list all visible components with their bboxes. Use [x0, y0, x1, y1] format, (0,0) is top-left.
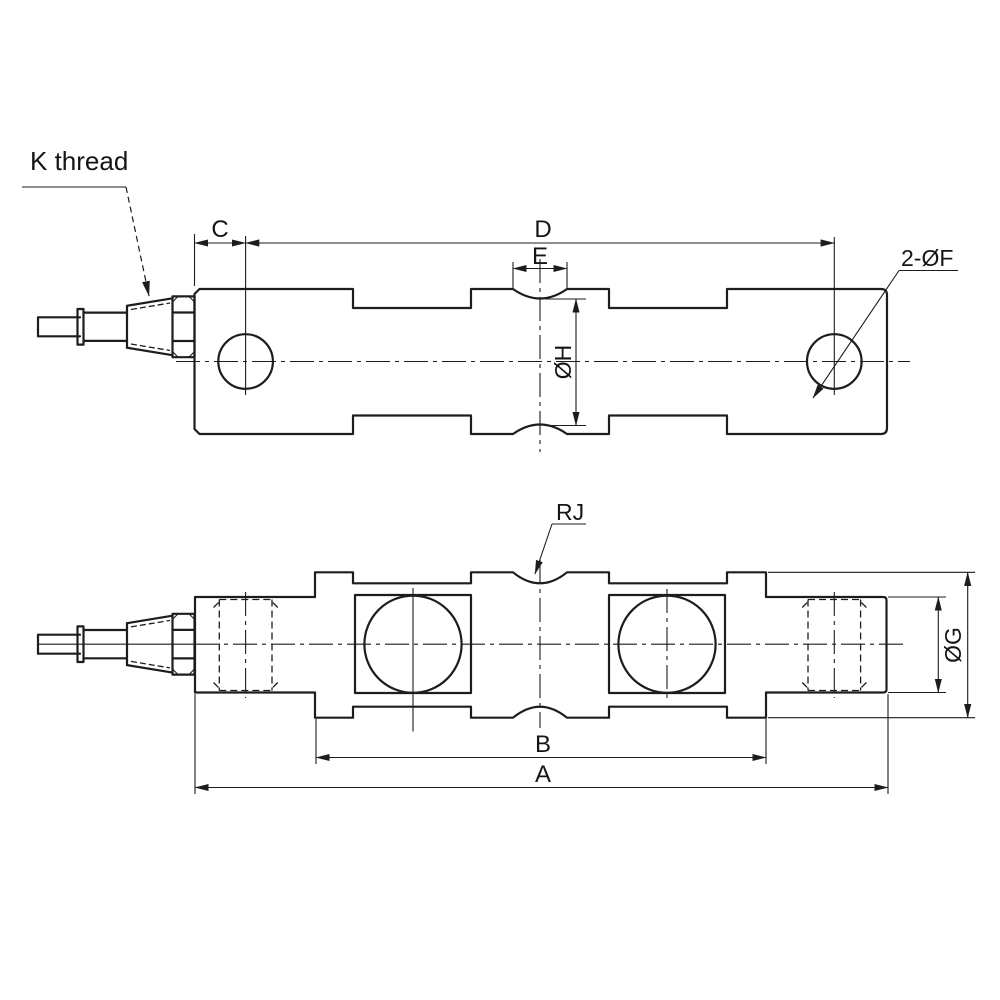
side-body-outline: [193, 287, 889, 436]
callout-label-k-thread: K thread: [30, 146, 128, 176]
callout-2-phi-F: 2-ØF: [812, 245, 958, 399]
callout-k-thread: K thread: [22, 146, 150, 297]
side-view: C D E ØH 2-ØF K thread: [22, 146, 958, 452]
dimension-C: C: [193, 216, 247, 286]
callout-label-rj: RJ: [556, 499, 584, 525]
dimension-D: D: [245, 216, 835, 247]
dim-label-d: D: [534, 216, 551, 243]
hidden-hole-left: [213, 592, 279, 698]
plan-view: RJ B A ØG: [36, 499, 975, 794]
dim-label-c: C: [211, 216, 228, 243]
callout-label-2-phi-f: 2-ØF: [901, 245, 953, 271]
callout-RJ: RJ: [534, 499, 586, 575]
dimension-end-block-width: [888, 596, 946, 694]
dimension-B: B: [315, 719, 767, 764]
dim-label-phi-h: ØH: [550, 345, 576, 380]
dim-label-b: B: [535, 731, 551, 758]
dimension-E: E: [512, 243, 568, 290]
dimension-phi-G: ØG: [768, 571, 975, 719]
dimension-phi-H: ØH: [545, 298, 586, 427]
dim-label-a: A: [535, 761, 551, 788]
dimension-A: A: [194, 694, 889, 794]
hex-nut: [171, 295, 196, 359]
plan-body-outline: [193, 571, 888, 719]
dim-label-e: E: [532, 243, 548, 270]
cable-gland-connector: [36, 295, 196, 359]
hidden-hole-right: [801, 592, 867, 698]
dim-label-phi-g: ØG: [940, 627, 966, 663]
